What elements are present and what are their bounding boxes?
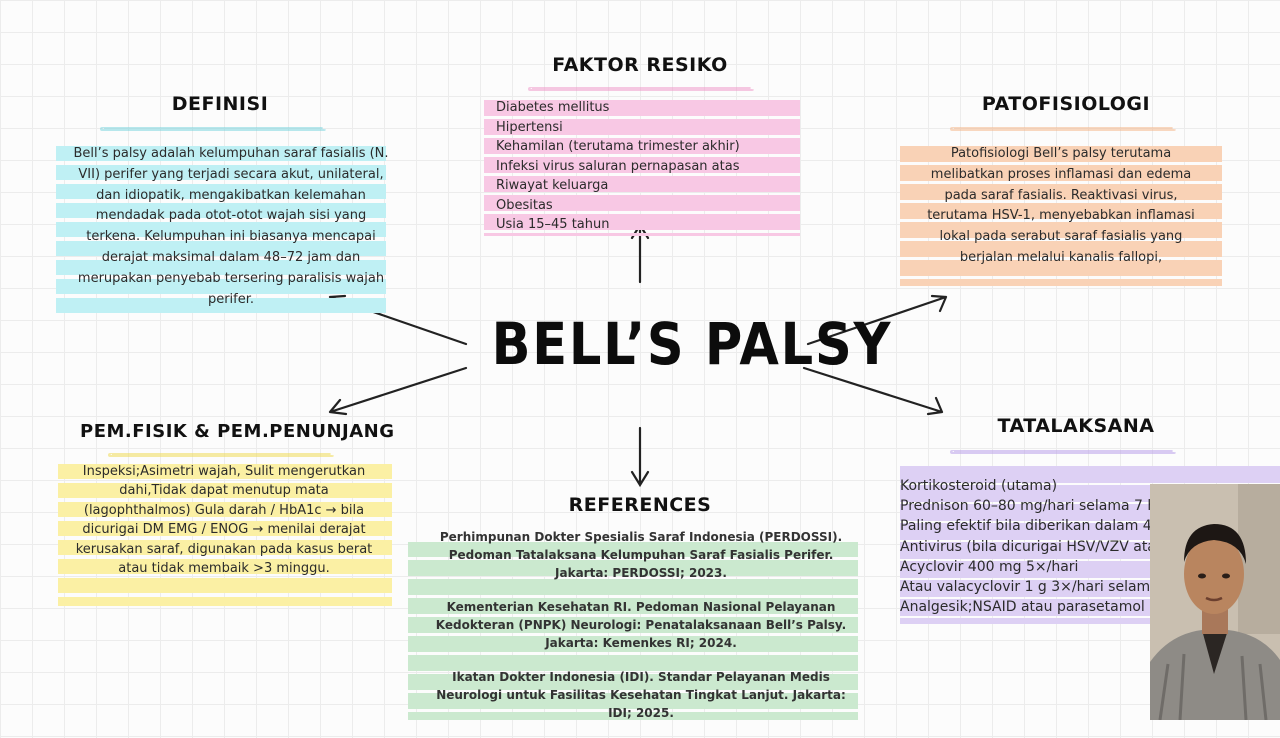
- list-item: Acyclovir 400 mg 5×/hari: [900, 558, 1079, 575]
- pemeriksaan-divider: [108, 453, 334, 457]
- arrow-to-tatalaksana: [802, 366, 944, 416]
- list-item: Atau valacyclovir 1 g 3×/hari selama 7: [900, 579, 1173, 596]
- tatalaksana-heading: TATALAKSANA: [997, 415, 1155, 437]
- patofisiologi-heading: PATOFISIOLOGI: [981, 93, 1151, 115]
- patofisiologi-divider: [950, 127, 1176, 131]
- definisi-text: Bell’s palsy adalah kelumpuhan saraf fas…: [73, 146, 389, 307]
- list-item: Analgesik;NSAID atau parasetamol u: [900, 599, 1159, 616]
- faktor-resiko-list: Diabetes mellitus Hipertensi Kehamilan (…: [496, 98, 740, 235]
- list-item: Diabetes mellitus: [496, 100, 610, 115]
- pemeriksaan-highlight: [58, 464, 392, 606]
- references-heading: REFERENCES: [568, 494, 712, 516]
- list-item: Riwayat keluarga: [496, 178, 609, 193]
- tatalaksana-divider: [950, 450, 1176, 454]
- webcam-overlay: [1150, 484, 1280, 720]
- list-item: Kehamilan (terutama trimester akhir): [496, 139, 740, 154]
- reference-item: Ikatan Dokter Indonesia (IDI). Standar P…: [436, 670, 846, 720]
- reference-item: Perhimpunan Dokter Spesialis Saraf Indon…: [439, 530, 843, 580]
- list-item: Paling efektif bila diberikan dalam 48: [900, 518, 1161, 535]
- patofisiologi-text: Patofisiologi Bell’s palsy terutama meli…: [927, 146, 1195, 265]
- list-item: Prednison 60–80 mg/hari selama 7 h: [900, 498, 1157, 515]
- faktor-resiko-heading: FAKTOR RESIKO: [552, 54, 728, 76]
- list-item: Antivirus (bila dicurigai HSV/VZV ata: [900, 538, 1156, 555]
- pemeriksaan-heading: PEM.FISIK & PEM.PENUNJANG: [80, 421, 395, 442]
- definisi-divider: [100, 127, 326, 131]
- pemeriksaan-text: Inspeksi;Asimetri wajah, Sulit mengerutk…: [75, 464, 373, 577]
- arrow-to-pemeriksaan: [328, 366, 468, 416]
- faktor-resiko-divider: [528, 87, 754, 91]
- list-item: Obesitas: [496, 197, 553, 213]
- center-title: BELL’S PALSY: [491, 310, 893, 378]
- list-item: Hipertensi: [496, 119, 563, 135]
- tatalaksana-list: Kortikosteroid (utama) Prednison 60–80 m…: [900, 476, 1172, 617]
- definisi-heading: DEFINISI: [171, 93, 269, 115]
- definisi-highlight: [56, 146, 386, 314]
- arrow-to-references: [630, 426, 650, 488]
- presenter-figure: [1150, 484, 1280, 720]
- list-item: Infeksi virus saluran pernapasan atas: [496, 158, 740, 174]
- references-highlight: [408, 542, 858, 720]
- reference-item: Kementerian Kesehatan RI. Pedoman Nasion…: [435, 600, 847, 650]
- references-list: Perhimpunan Dokter Spesialis Saraf Indon…: [426, 528, 856, 738]
- arrow-to-patofisiologi: [806, 294, 948, 346]
- list-item: Kortikosteroid (utama): [900, 478, 1058, 494]
- list-item: Usia 15–45 tahun: [496, 217, 610, 232]
- patofisiologi-highlight: [900, 146, 1222, 286]
- faktor-resiko-highlight: [484, 100, 800, 236]
